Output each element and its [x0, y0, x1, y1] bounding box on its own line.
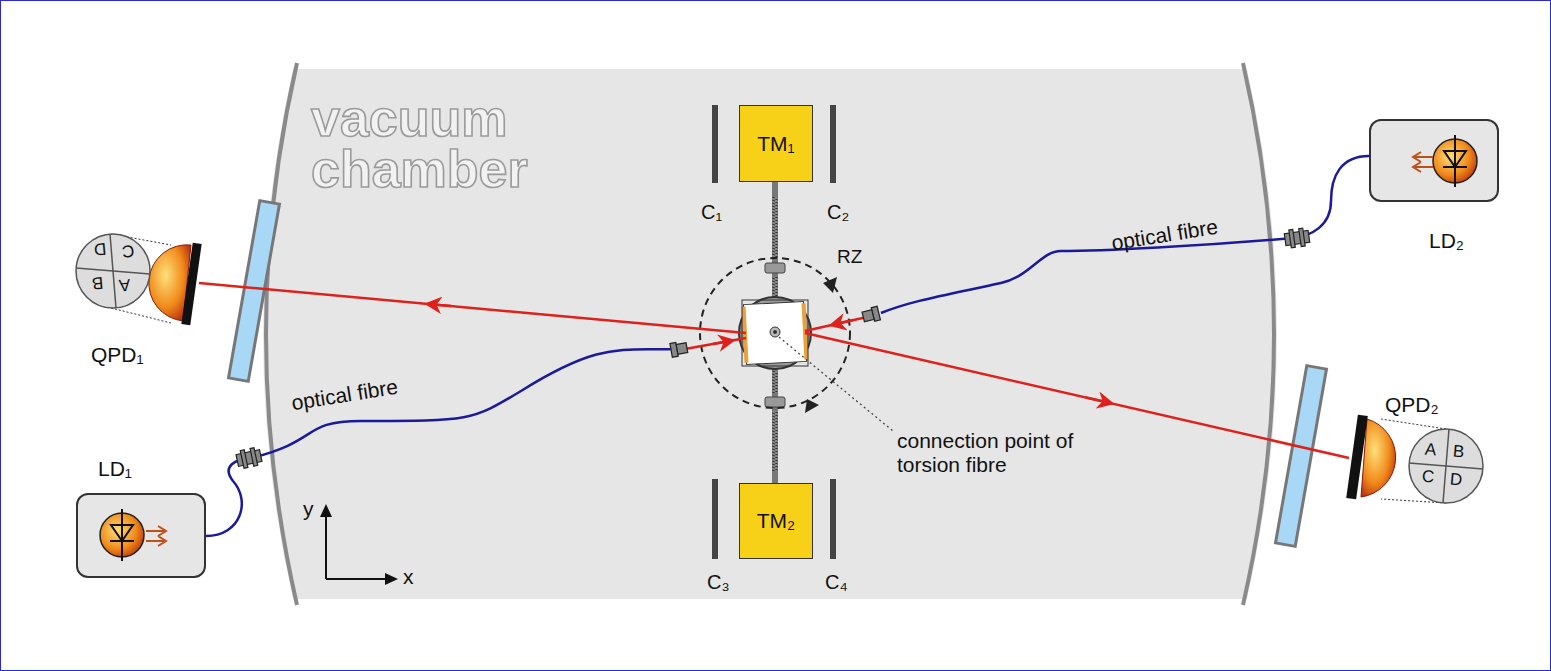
quadrant-letter: B: [1452, 442, 1465, 462]
test-mass-box: TM₂: [739, 483, 813, 559]
rotation-label: RZ: [837, 246, 862, 268]
laser-diode-label: LD₂: [1429, 229, 1464, 253]
axis-label: y: [303, 497, 314, 521]
quadrant-letter: B: [91, 273, 104, 293]
electrode-label: C₃: [707, 571, 730, 594]
quadrant-letter: D: [93, 239, 107, 260]
leader-label: connection point of torsion fibre: [897, 429, 1077, 477]
quadrant-letter: C: [121, 241, 135, 262]
detector-label: QPD₁: [91, 343, 144, 367]
quadrant-letter: C: [1421, 467, 1435, 488]
axis-label: x: [403, 565, 414, 589]
electrode-label: C₄: [825, 571, 848, 594]
electrode-label: C₂: [827, 201, 849, 224]
quadrant-letter: A: [118, 275, 131, 295]
chamber-title: vacuum chamber: [311, 93, 601, 195]
electrode-label: C₁: [701, 201, 722, 224]
test-mass-label: TM₂: [757, 509, 795, 533]
test-mass-box: TM₁: [739, 105, 813, 182]
quadrant-letter: A: [1424, 440, 1437, 460]
laser-diode-box: LD₁: [76, 493, 206, 578]
quadrant-letter: D: [1449, 470, 1463, 491]
laser-diode-symbol: [78, 495, 204, 574]
laser-diode-symbol: [1371, 121, 1497, 200]
laser-diode-box: LD₂: [1369, 119, 1499, 202]
detector-label: QPD₂: [1385, 393, 1439, 417]
test-mass-label: TM₁: [757, 132, 794, 156]
laser-diode-label: LD₁: [98, 457, 132, 481]
